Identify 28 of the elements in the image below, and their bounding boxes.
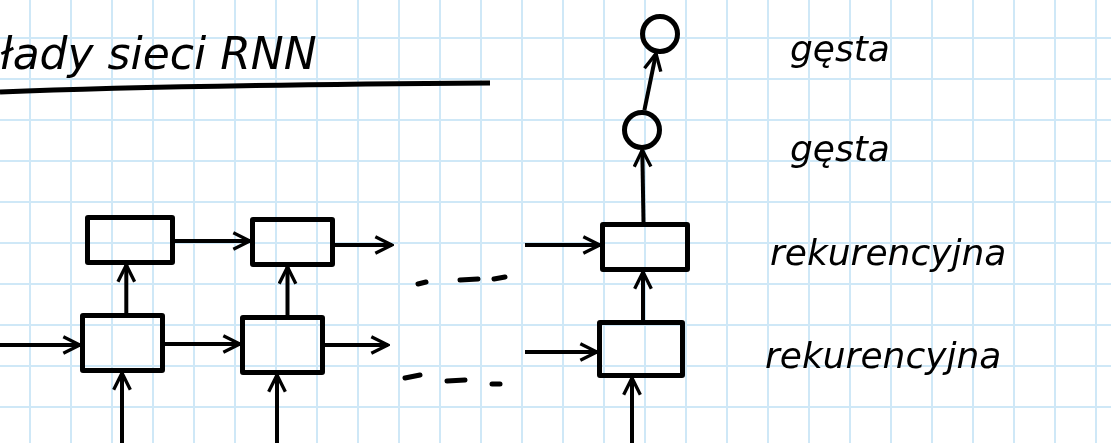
arrow	[525, 342, 599, 362]
circle-node	[622, 110, 662, 150]
arrow	[642, 51, 663, 111]
arrow	[335, 235, 394, 255]
layer-label: rekurencyjna	[770, 232, 1007, 273]
layer-box	[85, 215, 175, 265]
arrow	[622, 376, 642, 443]
arrow	[267, 373, 287, 443]
layer-box	[80, 313, 165, 373]
arrow	[277, 265, 298, 315]
arrow	[633, 270, 653, 320]
arrow	[632, 148, 653, 223]
arrow	[175, 231, 252, 251]
layer-box	[250, 217, 335, 267]
arrow	[165, 334, 242, 354]
layer-box	[597, 320, 685, 378]
layer-label: rekurencyjna	[765, 335, 1002, 376]
circle-node	[640, 14, 680, 54]
layer-box	[600, 222, 690, 272]
arrow	[116, 263, 137, 313]
arrow	[525, 235, 602, 255]
arrow	[112, 371, 132, 443]
layer-label: gęsta	[790, 28, 890, 69]
arrow	[325, 335, 390, 355]
layer-label: gęsta	[790, 128, 890, 169]
arrow	[0, 335, 82, 355]
title: łady sieci RNN	[0, 28, 317, 79]
layer-box	[240, 315, 325, 375]
